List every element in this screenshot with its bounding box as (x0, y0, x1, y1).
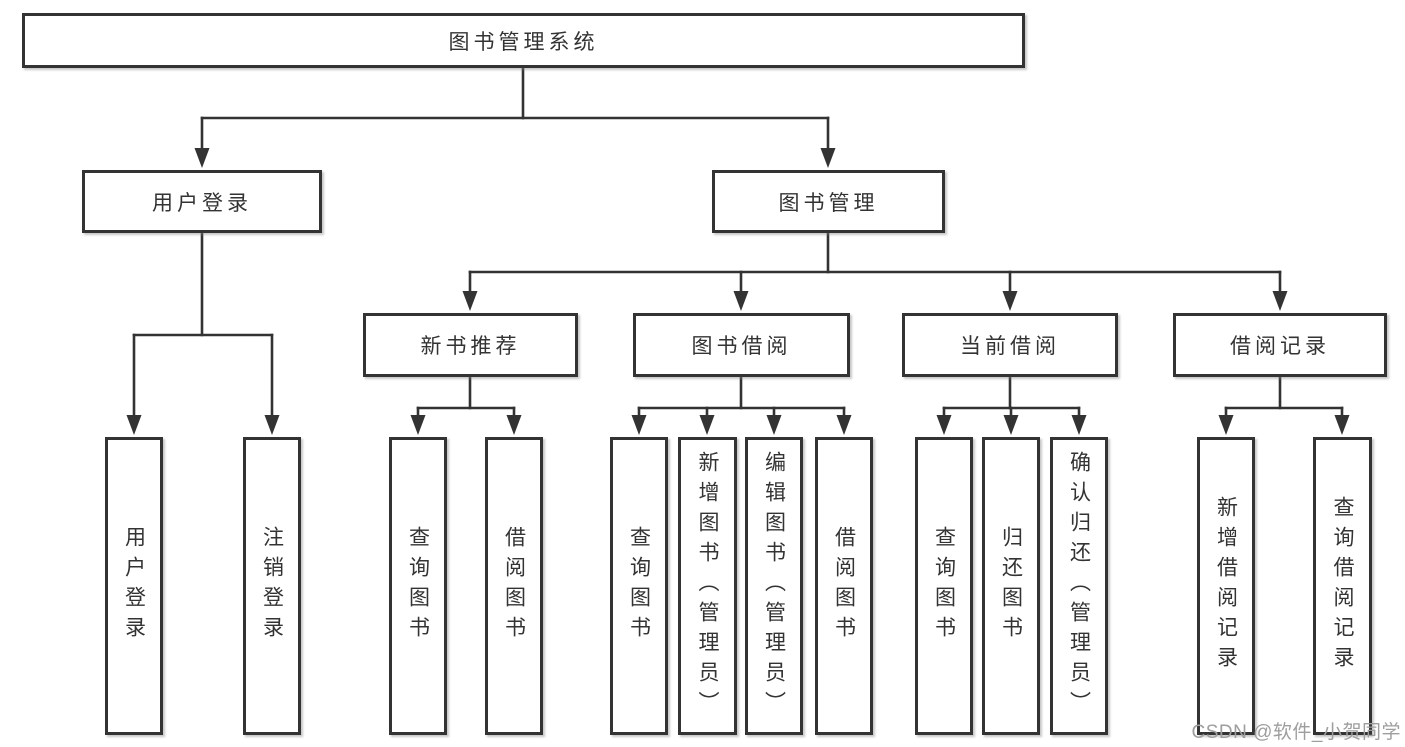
leaf-logout-label: 注销登录 (260, 526, 284, 646)
leaf-borrow-query-books-label: 查询图书 (627, 526, 651, 646)
leaf-current-confirm-return-admin-label: 确认归还（管理员） (1067, 451, 1091, 721)
leaf-borrow-query-books: 查询图书 (610, 437, 668, 735)
node-book-borrow-label: 图书借阅 (691, 335, 792, 358)
leaf-user-login: 用户登录 (105, 437, 163, 735)
leaf-current-confirm-return-admin: 确认归还（管理员） (1050, 437, 1108, 735)
leaf-current-return-books-label: 归还图书 (999, 526, 1023, 646)
leaf-records-add-record-label: 新增借阅记录 (1214, 496, 1238, 676)
node-book-management-label: 图书管理 (778, 191, 879, 215)
leaf-records-query-record-label: 查询借阅记录 (1331, 496, 1354, 676)
node-user-login-label: 用户登录 (152, 191, 252, 215)
node-user-login: 用户登录 (82, 170, 322, 233)
leaf-borrow-add-books-admin-label: 新增图书（管理员） (696, 451, 719, 721)
leaf-current-query-books: 查询图书 (915, 437, 973, 735)
node-book-management: 图书管理 (712, 170, 945, 233)
leaf-records-query-record: 查询借阅记录 (1313, 437, 1372, 735)
leaf-user-login-label: 用户登录 (122, 526, 146, 646)
leaf-current-return-books: 归还图书 (982, 437, 1040, 735)
leaf-newrec-borrow-books: 借阅图书 (485, 437, 543, 735)
leaf-newrec-query-books-label: 查询图书 (406, 526, 430, 646)
leaf-newrec-query-books: 查询图书 (389, 437, 447, 735)
node-new-book-recommend: 新书推荐 (363, 313, 578, 377)
node-current-borrow: 当前借阅 (902, 313, 1118, 377)
leaf-borrow-borrow-books-label: 借阅图书 (832, 526, 856, 646)
node-new-book-recommend-label: 新书推荐 (420, 335, 521, 358)
node-book-borrow: 图书借阅 (633, 313, 850, 377)
node-current-borrow-label: 当前借阅 (960, 335, 1060, 358)
leaf-current-query-books-label: 查询图书 (932, 526, 956, 646)
node-root-label: 图书管理系统 (448, 30, 599, 54)
leaf-records-add-record: 新增借阅记录 (1197, 437, 1255, 735)
leaf-borrow-edit-books-admin: 编辑图书（管理员） (745, 437, 803, 735)
node-root: 图书管理系统 (22, 13, 1025, 68)
leaf-borrow-borrow-books: 借阅图书 (815, 437, 873, 735)
csdn-watermark: CSDN @软件_小贺同学 (1191, 722, 1401, 743)
leaf-newrec-borrow-books-label: 借阅图书 (502, 526, 526, 646)
leaf-logout: 注销登录 (243, 437, 301, 735)
node-borrow-records-label: 借阅记录 (1230, 335, 1330, 358)
leaf-borrow-edit-books-admin-label: 编辑图书（管理员） (762, 451, 786, 721)
leaf-borrow-add-books-admin: 新增图书（管理员） (678, 437, 737, 735)
node-borrow-records: 借阅记录 (1173, 313, 1387, 377)
